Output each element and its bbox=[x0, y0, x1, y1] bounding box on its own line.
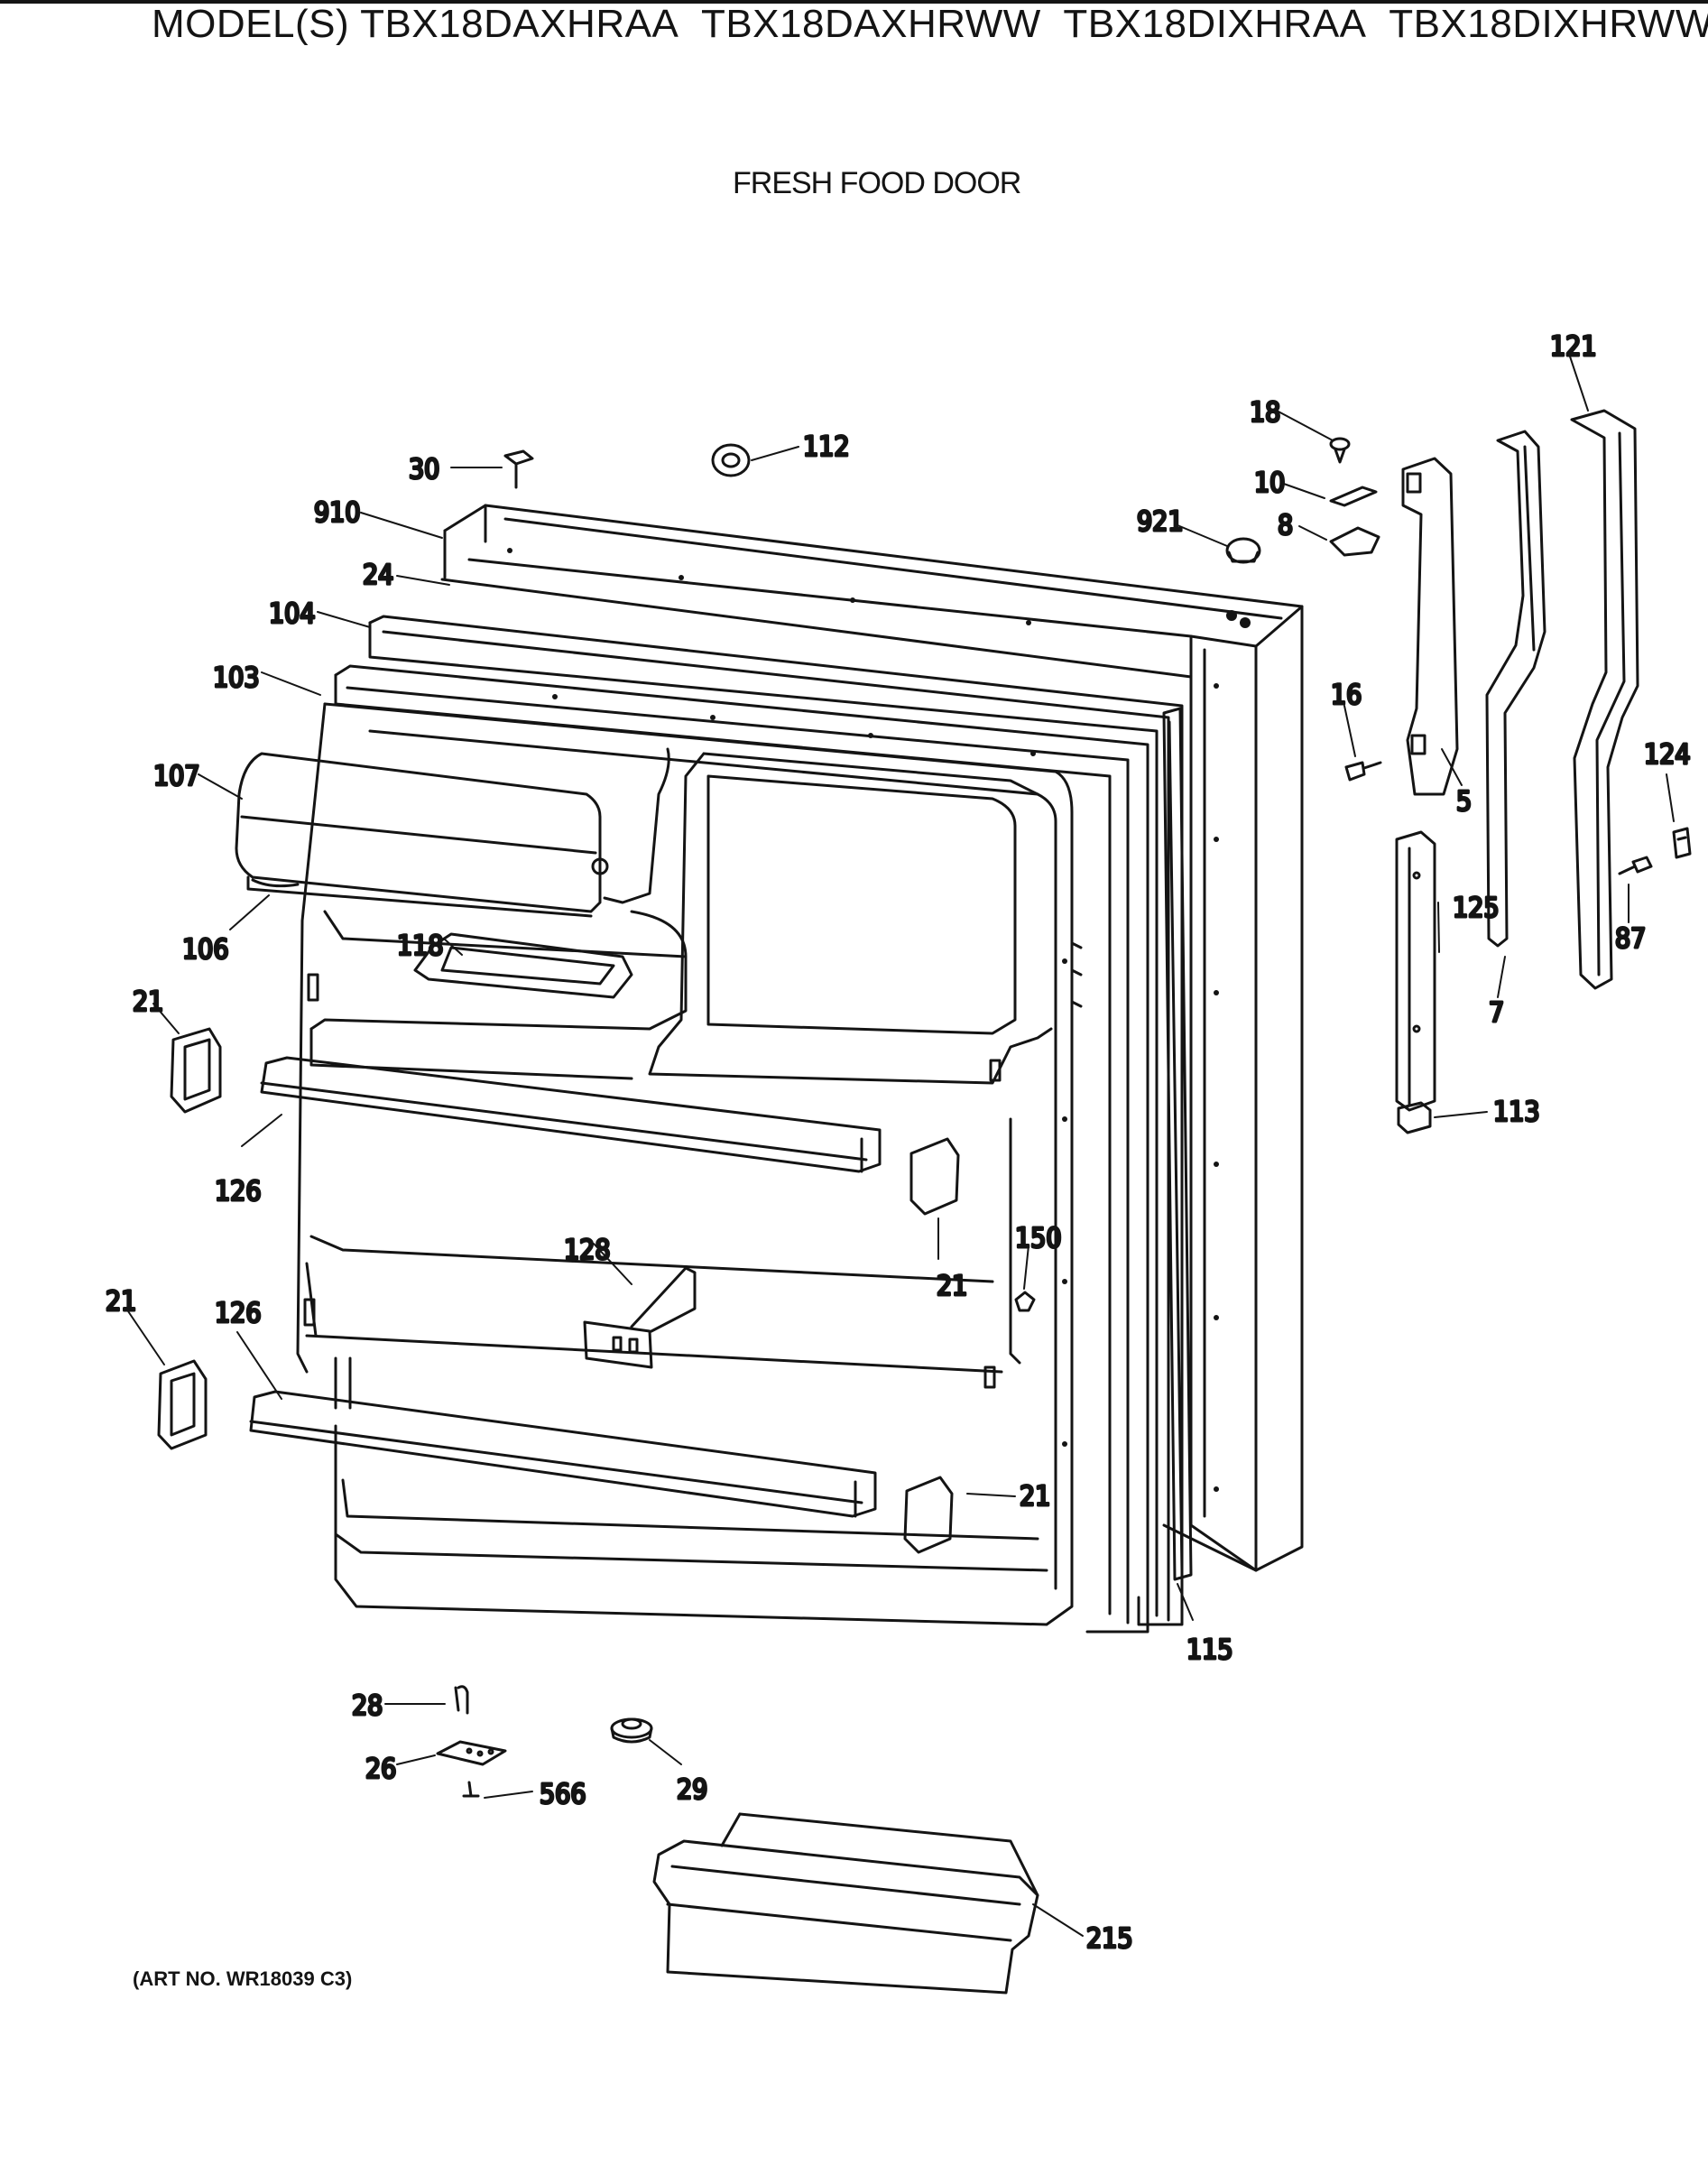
tray bbox=[413, 932, 633, 999]
callout: 121 bbox=[1550, 331, 1597, 363]
models-heading: MODEL(S) TBX18DAXHRAA TBX18DAXHRWW TBX18… bbox=[152, 2, 1708, 47]
callout: 106 bbox=[182, 934, 229, 966]
callout: 21 bbox=[106, 1286, 136, 1318]
retainer-bracket bbox=[583, 1266, 697, 1369]
callout: 26 bbox=[365, 1754, 396, 1785]
callout: 7 bbox=[1489, 997, 1504, 1029]
shelf-bar-lower bbox=[249, 1390, 877, 1518]
channel-bracket bbox=[1395, 830, 1436, 1112]
hinge-plate-10 bbox=[1329, 486, 1378, 507]
inner-door-shell bbox=[296, 702, 1074, 1626]
door-bin-215 bbox=[652, 1812, 1039, 1995]
callout: 24 bbox=[363, 560, 393, 591]
hinge-cover-8 bbox=[1329, 526, 1380, 557]
callout: 21 bbox=[1020, 1481, 1050, 1513]
callout: 150 bbox=[1015, 1223, 1062, 1254]
screw-16 bbox=[1344, 761, 1382, 782]
callout: 104 bbox=[269, 598, 316, 630]
callout: 29 bbox=[677, 1774, 707, 1806]
callout: 16 bbox=[1331, 680, 1362, 711]
door-handle-left bbox=[1485, 430, 1546, 948]
callout: 18 bbox=[1250, 397, 1280, 429]
models-label: MODEL(S) bbox=[152, 2, 350, 46]
model-number: TBX18DIXHRWW bbox=[1389, 2, 1708, 46]
shelf-end-cap bbox=[170, 1027, 222, 1114]
callout: 107 bbox=[153, 761, 200, 792]
shelf-end-cap bbox=[909, 1137, 960, 1216]
screw-18 bbox=[1329, 437, 1351, 464]
cap-921 bbox=[1225, 537, 1261, 564]
model-number: TBX18DAXHRAA bbox=[360, 2, 679, 46]
callout: 112 bbox=[803, 431, 850, 463]
art-number: (ART NO. WR18039 C3) bbox=[133, 1967, 353, 1990]
dairy-door bbox=[235, 752, 609, 918]
callout: 566 bbox=[540, 1779, 586, 1810]
gasket-strip bbox=[1162, 707, 1193, 1581]
callout: 921 bbox=[1137, 506, 1184, 538]
callout: 5 bbox=[1456, 786, 1472, 818]
shelf-end-cap bbox=[157, 1359, 208, 1450]
callout: 118 bbox=[397, 930, 444, 962]
screw bbox=[1618, 856, 1653, 875]
hinge-bracket bbox=[1401, 457, 1459, 796]
callout: 910 bbox=[314, 497, 361, 529]
callout: 28 bbox=[352, 1690, 383, 1722]
foot-29 bbox=[610, 1717, 653, 1744]
callout: 103 bbox=[213, 662, 260, 694]
leader-lines bbox=[125, 356, 1675, 1937]
shelf-end-cap bbox=[903, 1476, 954, 1554]
callout: 21 bbox=[937, 1271, 967, 1302]
callout: 87 bbox=[1615, 923, 1646, 955]
door-handle-right bbox=[1570, 409, 1639, 990]
callout: 128 bbox=[564, 1235, 611, 1266]
spring-clip-28 bbox=[454, 1685, 469, 1715]
stop-block bbox=[1397, 1101, 1432, 1134]
callout: 113 bbox=[1493, 1097, 1540, 1128]
callout: 124 bbox=[1644, 739, 1691, 771]
section-title: FRESH FOOD DOOR bbox=[733, 166, 1021, 200]
screw-30 bbox=[503, 449, 534, 489]
callout: 8 bbox=[1278, 510, 1293, 542]
callout: 115 bbox=[1186, 1634, 1233, 1666]
screw-566 bbox=[462, 1781, 480, 1798]
door-gasket bbox=[368, 578, 1193, 1626]
small-clip bbox=[1672, 827, 1692, 859]
callout: 30 bbox=[409, 454, 439, 486]
callout: 126 bbox=[215, 1176, 262, 1208]
model-number: TBX18DIXHRAA bbox=[1063, 2, 1367, 46]
model-number: TBX18DAXHRWW bbox=[700, 2, 1041, 46]
shelf-bar-upper bbox=[260, 1056, 882, 1173]
callout: 125 bbox=[1453, 893, 1500, 924]
callout: 10 bbox=[1254, 467, 1285, 499]
plug-112 bbox=[711, 443, 751, 477]
callout: 126 bbox=[215, 1298, 262, 1329]
screw-hole-dots bbox=[507, 548, 1251, 1492]
callout: 215 bbox=[1086, 1923, 1133, 1955]
callout: 21 bbox=[133, 986, 163, 1018]
screw-150 bbox=[1014, 1291, 1036, 1312]
plate-26 bbox=[436, 1740, 507, 1766]
